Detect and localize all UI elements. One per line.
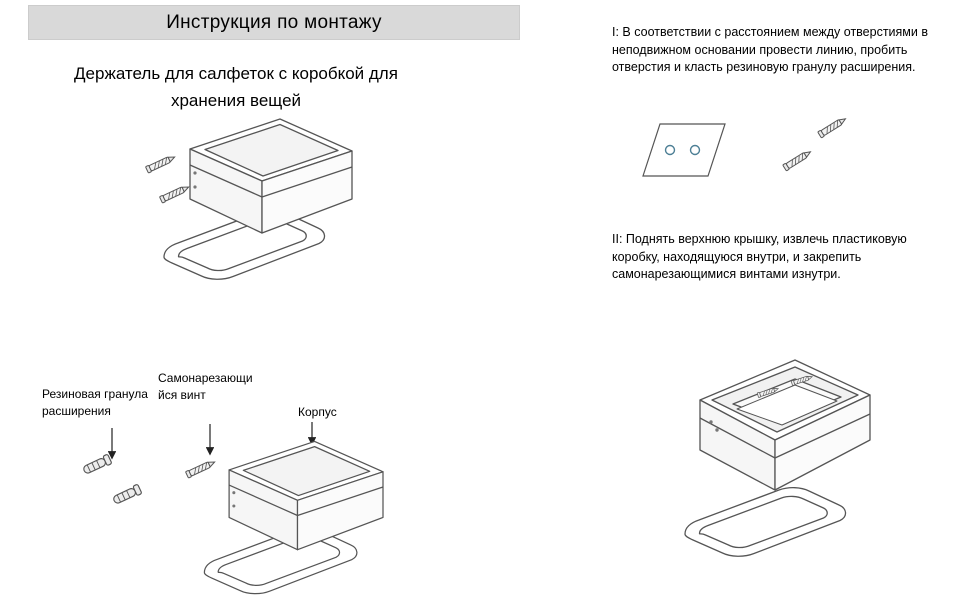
label-rubber-anchor: Резиновая гранула расширения (42, 387, 148, 418)
screw-icon (144, 153, 177, 174)
open-box (699, 359, 871, 491)
towel-ring (684, 487, 847, 557)
screw-icon (158, 183, 191, 204)
holder-drawing (164, 119, 352, 279)
open-box-illustration (684, 359, 871, 557)
exploded-illustration (81, 422, 440, 605)
screw-icon (184, 458, 217, 479)
rubber-anchor-icon (111, 483, 143, 506)
drilling-illustration (642, 115, 848, 177)
holder-drawing (204, 441, 383, 593)
page-title: Инструкция по монтажу (166, 11, 382, 33)
label-body: Корпус (298, 405, 337, 419)
mounting-plate (642, 123, 726, 177)
holder-illustration (144, 103, 380, 308)
rubber-anchor-icon (81, 453, 113, 476)
drill-hole (664, 144, 676, 156)
anchor-screw-icon (782, 148, 813, 172)
product-title: Держатель для салфеток с коробкой для хр… (74, 64, 398, 111)
step-2-text: II: Поднять верхнюю крышку, извлечь плас… (612, 232, 907, 281)
label-self-tapping-screw: Самонарезающи йся винт (158, 371, 253, 402)
step-1-text: I: В соответствии с расстоянием между от… (612, 25, 928, 74)
anchor-screw-icon (817, 115, 848, 139)
drill-hole (689, 144, 701, 156)
page-title-bar: Инструкция по монтажу (28, 5, 520, 40)
